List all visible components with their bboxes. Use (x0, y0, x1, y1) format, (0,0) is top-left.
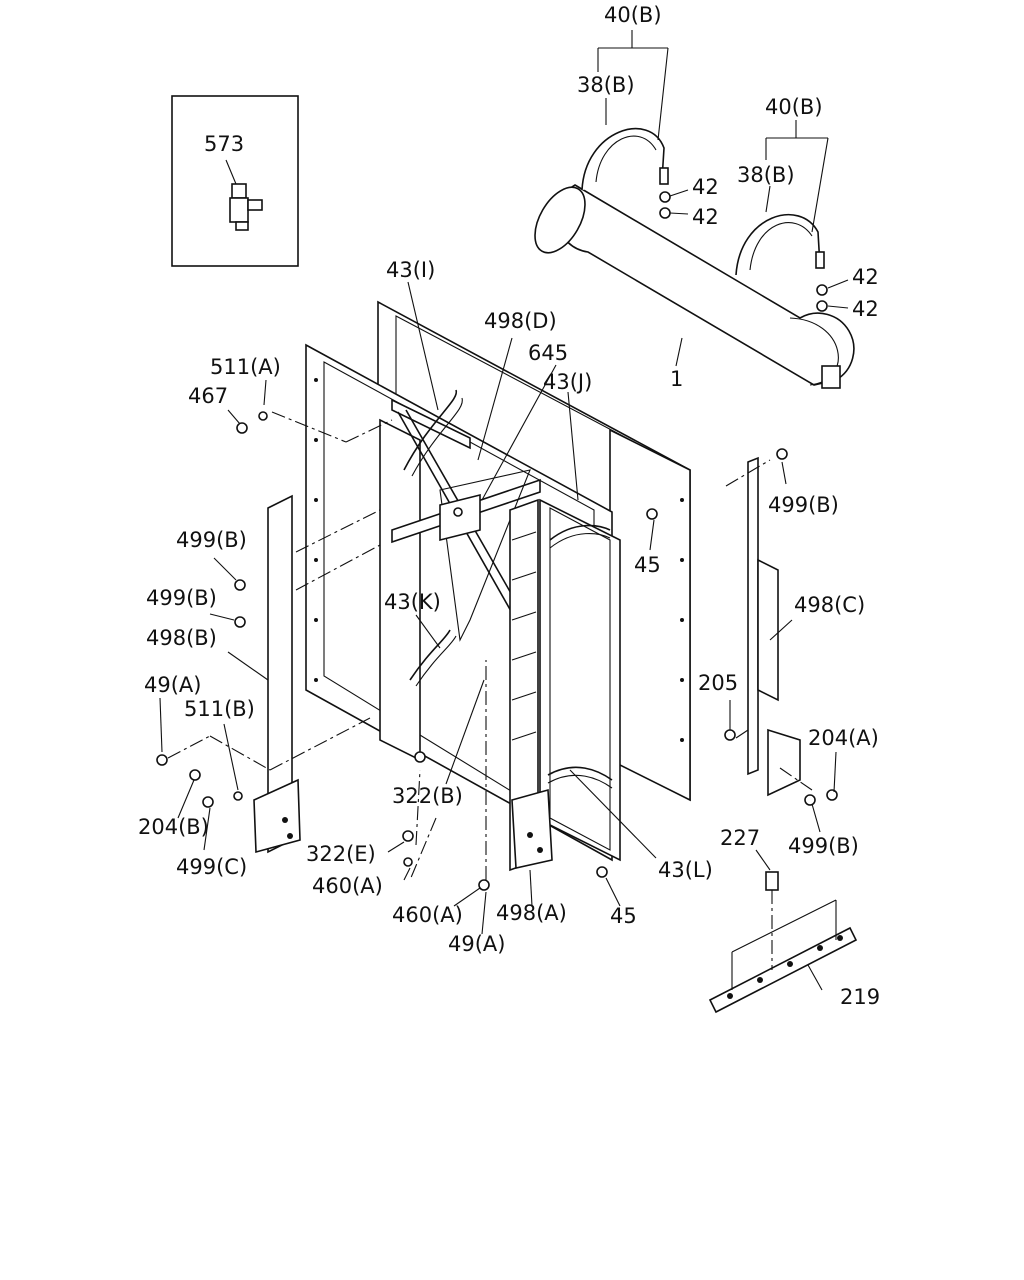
label-499b-left-2: 499(B) (146, 586, 217, 610)
valve-icon (229, 183, 263, 231)
label-499b-right-2: 499(B) (788, 834, 859, 858)
label-38b-right: 38(B) (737, 163, 795, 187)
label-499b-left-1: 499(B) (176, 528, 247, 552)
label-219: 219 (840, 985, 880, 1009)
label-42-d: 42 (852, 297, 879, 321)
label-645: 645 (528, 341, 568, 365)
label-42-c: 42 (852, 265, 879, 289)
label-45-a: 45 (634, 553, 661, 577)
label-460a-1: 460(A) (312, 874, 383, 898)
label-40b-right: 40(B) (765, 95, 823, 119)
callout-brackets (597, 30, 849, 367)
label-498c: 498(C) (794, 593, 865, 617)
label-460a-2: 460(A) (392, 903, 463, 927)
air-tank (534, 128, 855, 389)
leader-lines (159, 281, 837, 991)
label-467: 467 (188, 384, 228, 408)
label-42-a: 42 (692, 175, 719, 199)
front-frame (305, 343, 684, 872)
side-plate-498b (253, 494, 301, 854)
label-498d: 498(D) (484, 309, 557, 333)
mounting-bar-219 (708, 871, 858, 1014)
label-204b: 204(B) (138, 815, 209, 839)
label-49a-bottom: 49(A) (448, 932, 505, 956)
side-plate-498c (747, 456, 801, 797)
label-204a: 204(A) (808, 726, 879, 750)
label-38b-top: 38(B) (577, 73, 635, 97)
label-227: 227 (720, 826, 760, 850)
label-322b: 322(B) (392, 784, 463, 808)
label-45-b: 45 (610, 904, 637, 928)
drain-valve-icon (821, 365, 841, 389)
label-511b: 511(B) (184, 697, 255, 721)
inset-573 (171, 95, 299, 267)
label-322e: 322(E) (306, 842, 376, 866)
fasteners (156, 411, 838, 891)
label-498b: 498(B) (146, 626, 217, 650)
label-499c: 499(C) (176, 855, 247, 879)
label-40b-top: 40(B) (604, 3, 662, 27)
label-43k: 43(K) (384, 590, 441, 614)
label-511a: 511(A) (210, 355, 281, 379)
label-205: 205 (698, 671, 738, 695)
part-labels: 40(B) 38(B) 42 42 40(B) 38(B) 42 42 1 57… (138, 3, 880, 1009)
label-498a: 498(A) (496, 901, 567, 925)
label-499b-right-1: 499(B) (768, 493, 839, 517)
label-42-b: 42 (692, 205, 719, 229)
label-43l: 43(L) (658, 858, 713, 882)
label-43j: 43(J) (543, 370, 592, 394)
phantom-lines (167, 411, 813, 880)
label-1: 1 (670, 367, 683, 391)
label-43i: 43(I) (386, 258, 435, 282)
bolt-227-icon (765, 871, 779, 891)
label-573: 573 (204, 132, 244, 156)
label-49a-left: 49(A) (144, 673, 201, 697)
